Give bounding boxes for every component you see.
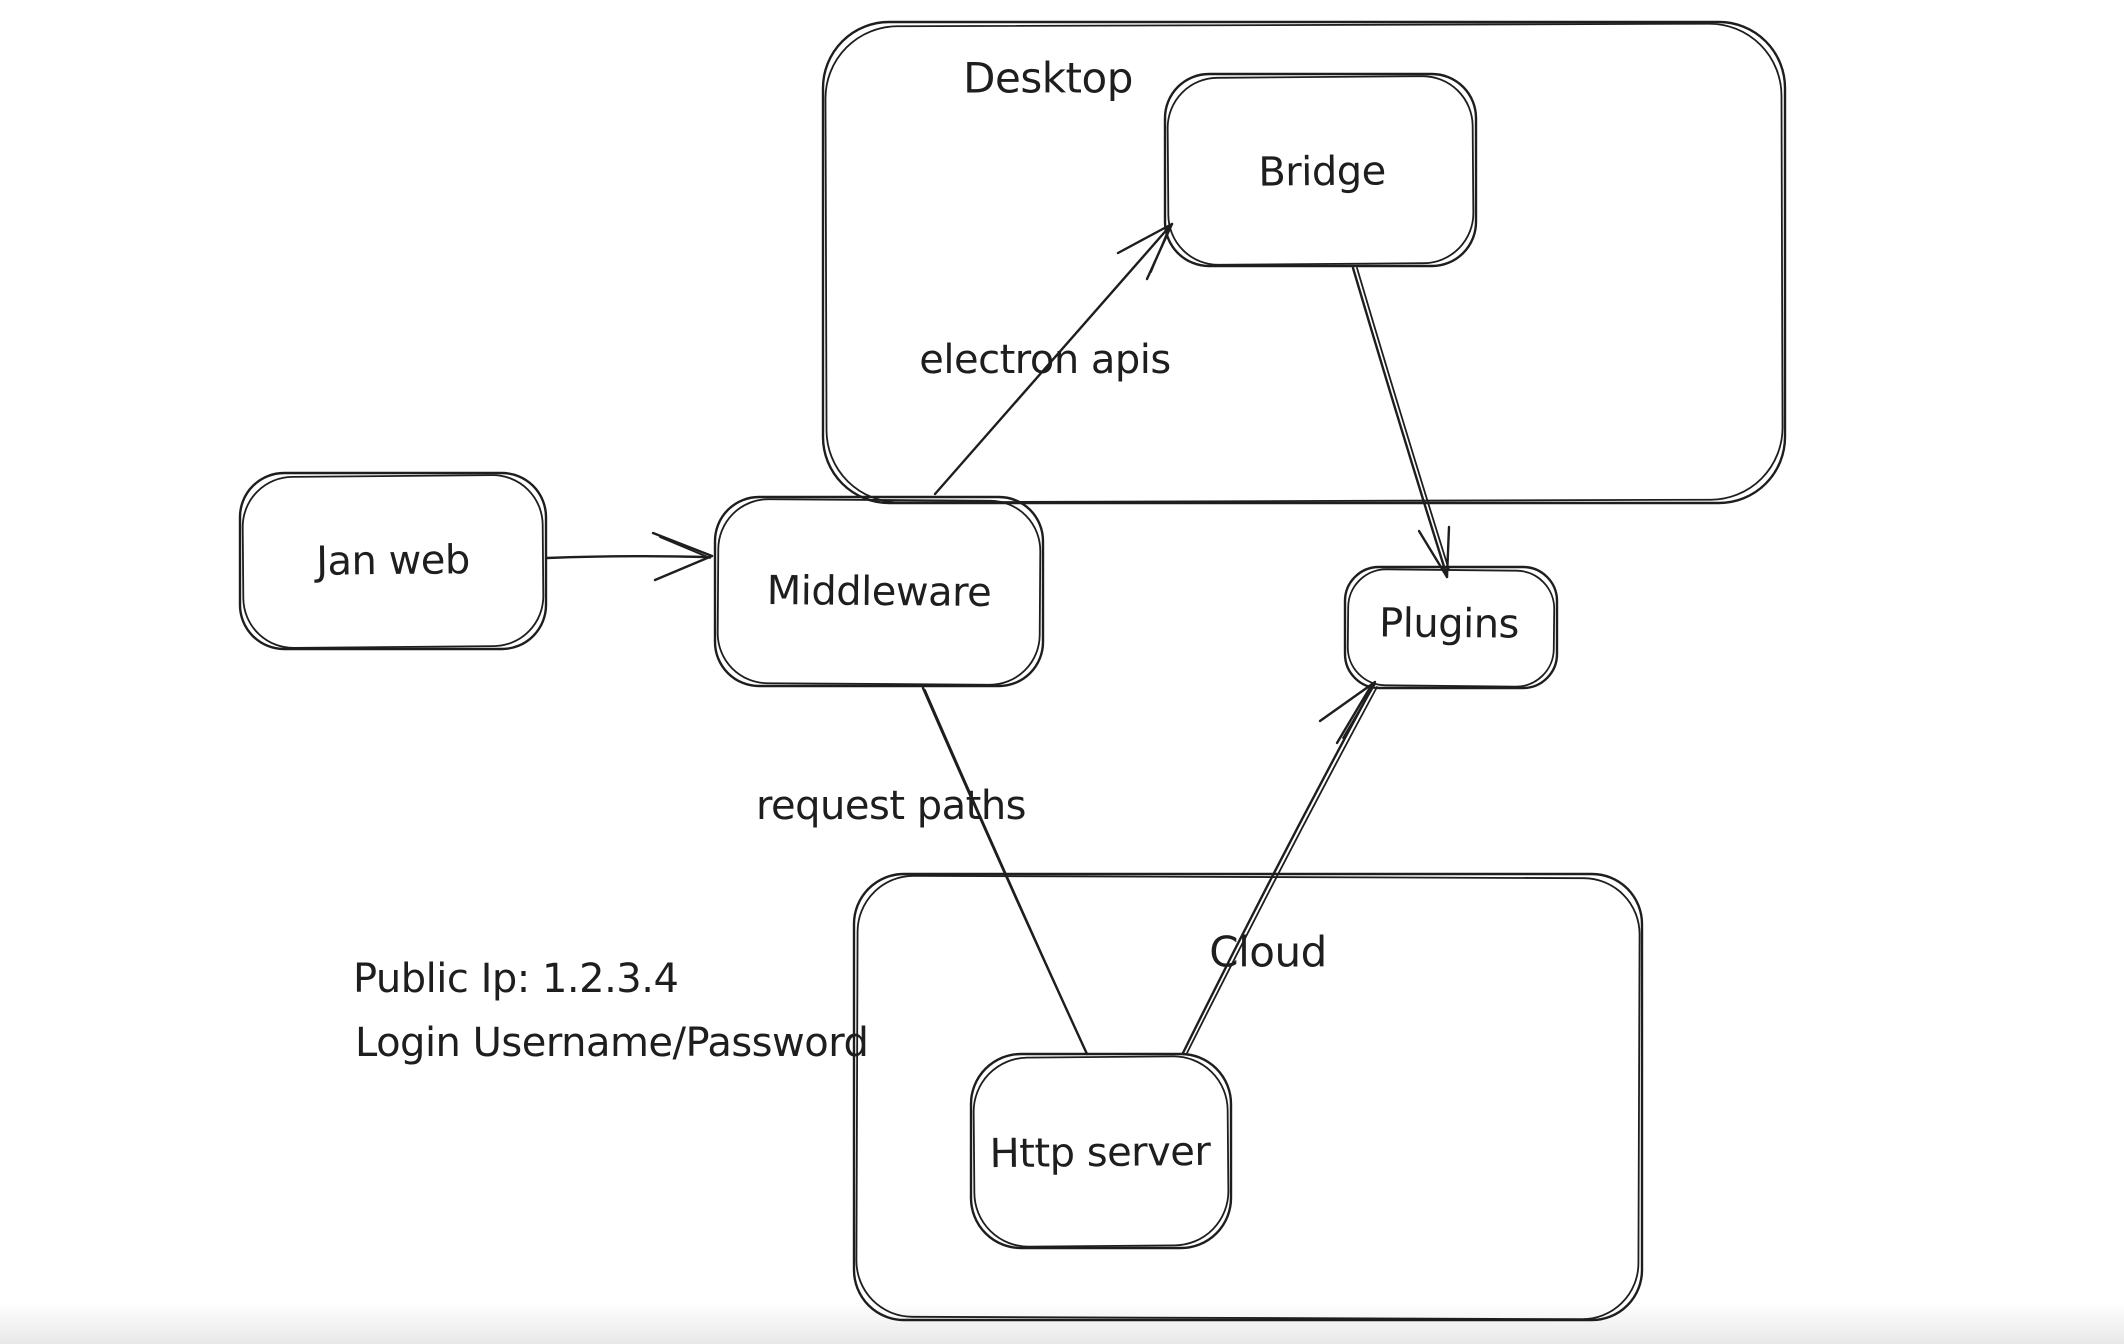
jan-web-label: Jan web [315,537,471,585]
bottom-edge-shadow [0,1302,2124,1344]
http-server-label: Http server [989,1128,1211,1178]
login-annotation: Login Username/Password [355,1020,869,1066]
middleware-label: Middleware [766,568,992,616]
cloud-container-label: Cloud [1209,927,1327,977]
edge-janweb-middleware [545,531,714,582]
bridge-label: Bridge [1258,148,1386,196]
plugins-label: Plugins [1378,600,1520,648]
desktop-container-label: Desktop [963,53,1133,103]
request-paths-edge-label: request paths [755,783,1027,829]
edge-httpserver-plugins [1181,680,1378,1055]
edge-bridge-plugins [1351,266,1451,579]
edge-middleware-httpserver [921,686,1089,1056]
electron-apis-edge-label: electron apis [919,337,1171,383]
public-ip-annotation: Public Ip: 1.2.3.4 [353,956,679,1002]
